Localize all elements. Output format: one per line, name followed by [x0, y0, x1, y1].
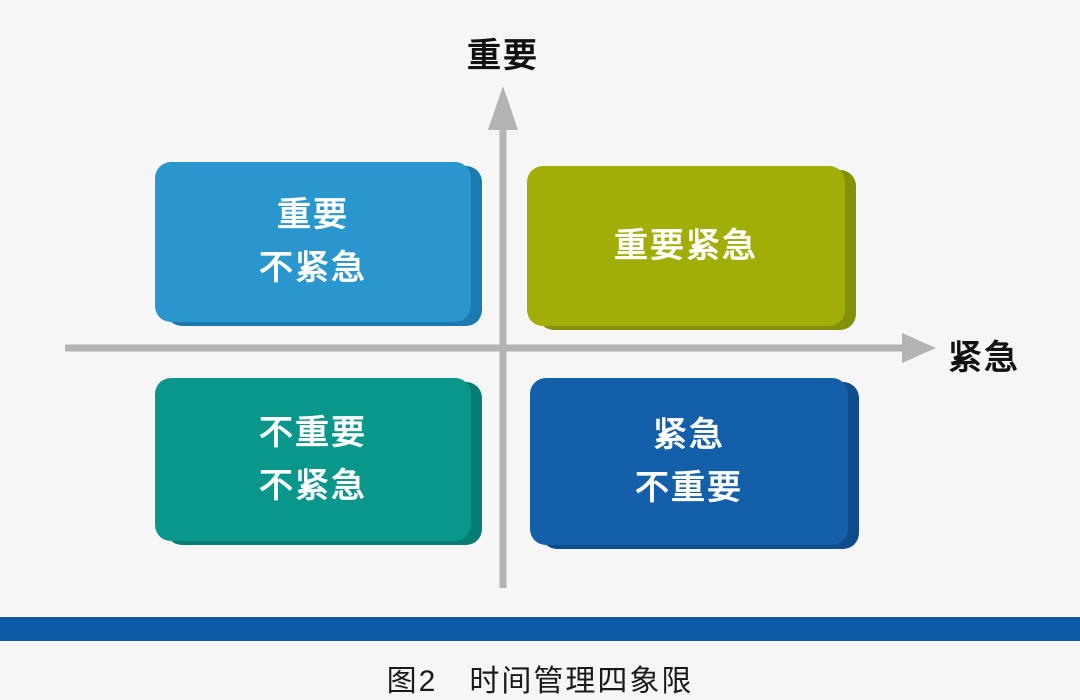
quadrant-label-line: 不重要	[259, 413, 367, 452]
quadrant-label-line: 重要	[277, 196, 349, 234]
quadrant-label-line: 不紧急	[259, 249, 367, 287]
bottom-divider-bar	[0, 617, 1080, 641]
quadrant-label-line: 重要紧急	[614, 226, 758, 265]
quadrant-label-line: 不重要	[635, 468, 743, 507]
quadrant-not-important-not-urgent: 不重要 不紧急	[155, 378, 471, 541]
quadrant-urgent-not-important: 紧急 不重要	[530, 378, 848, 545]
right-arrow-icon	[902, 333, 936, 363]
figure-caption: 图2 时间管理四象限	[386, 665, 694, 698]
quadrant-label-line: 不紧急	[259, 466, 367, 505]
quadrant-important-not-urgent: 重要 不紧急	[155, 162, 471, 322]
quadrant-label-line: 紧急	[653, 415, 725, 454]
x-axis-label: 紧急	[948, 339, 1020, 377]
quadrant-important-urgent: 重要紧急	[527, 166, 845, 326]
y-axis-label: 重要	[467, 37, 539, 75]
up-arrow-icon	[488, 86, 518, 130]
